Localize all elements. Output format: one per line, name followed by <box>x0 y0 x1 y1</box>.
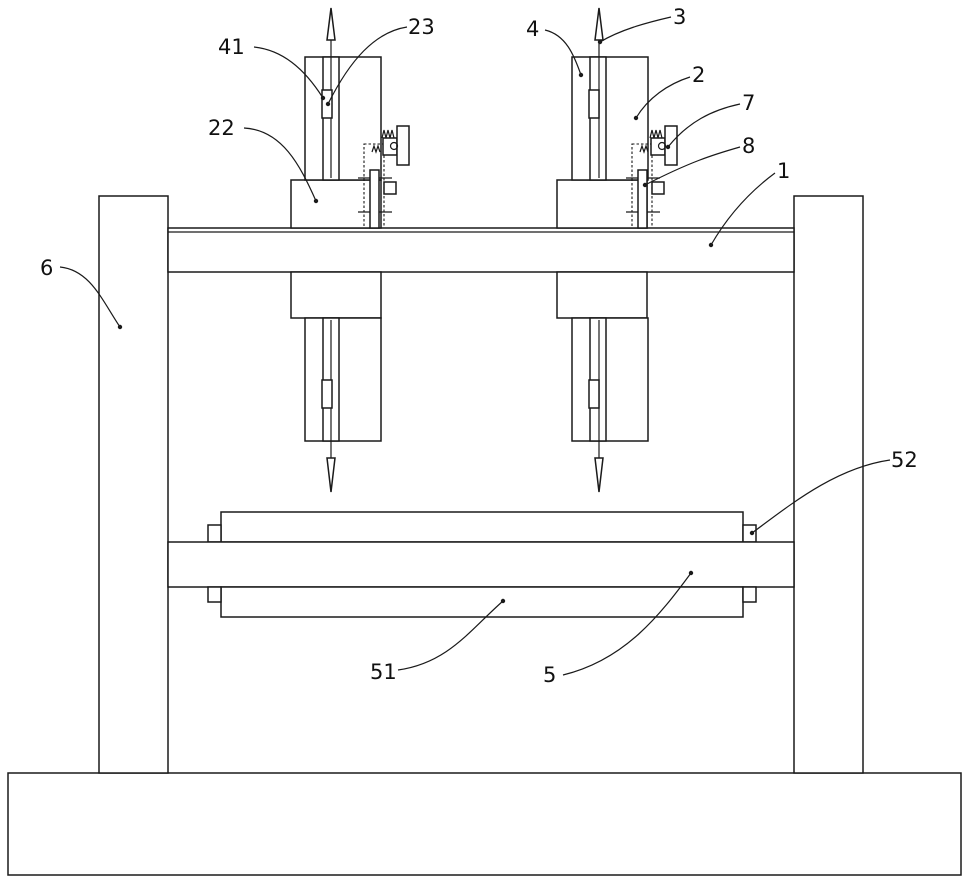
left-lock-rod <box>370 170 379 228</box>
lower-roller-end-right <box>743 587 756 602</box>
label-6: 6 <box>40 256 53 280</box>
lower-roller <box>221 587 743 617</box>
right-mount-block-lower <box>557 272 647 318</box>
right-column <box>794 196 863 773</box>
label-52: 52 <box>891 448 918 472</box>
left-mount-block <box>291 180 381 228</box>
label-22: 22 <box>208 116 235 140</box>
right-lock-rod <box>638 170 647 228</box>
left-holder-upper <box>305 57 381 180</box>
leader-3 <box>600 17 671 42</box>
upper-roller-end-left <box>208 525 221 542</box>
left-holder-lower <box>305 318 381 441</box>
label-8: 8 <box>742 134 755 158</box>
leader-22-dot <box>314 199 318 203</box>
left-blade-lower-tip <box>327 458 335 492</box>
right-holder-lower <box>572 318 648 441</box>
leader-41-dot <box>321 96 325 100</box>
left-lock-wedge <box>384 182 396 194</box>
lower-roller-end-left <box>208 587 221 602</box>
left-lock-cam <box>397 126 409 165</box>
right-lock-spring <box>650 130 662 138</box>
upper-roller <box>221 512 743 542</box>
label-23: 23 <box>408 15 435 39</box>
leader-3-dot <box>598 40 602 44</box>
left-clamp-lower <box>322 380 332 408</box>
right-blade-lower-tip <box>595 458 603 492</box>
leader-52-dot <box>750 531 754 535</box>
left-blade-upper-tip <box>327 8 335 40</box>
right-mount-block <box>557 180 647 228</box>
lower-crossbeam <box>168 542 794 587</box>
left-lock-spring <box>382 130 394 138</box>
leader-23-dot <box>326 102 330 106</box>
label-5: 5 <box>543 663 556 687</box>
leader-8-dot <box>643 183 647 187</box>
label-2: 2 <box>692 63 705 87</box>
right-clamp-upper <box>589 90 599 118</box>
leader-7-dot <box>666 145 670 149</box>
right-blade-upper-tip <box>595 8 603 40</box>
leader-1-dot <box>709 243 713 247</box>
leader-2-dot <box>634 116 638 120</box>
label-51: 51 <box>370 660 397 684</box>
left-column <box>99 196 168 773</box>
leader-4-dot <box>579 73 583 77</box>
label-41: 41 <box>218 35 245 59</box>
leader-7 <box>668 104 740 147</box>
label-7: 7 <box>742 91 755 115</box>
base-plate <box>8 773 961 875</box>
right-lock-wedge <box>652 182 664 194</box>
label-4: 4 <box>526 17 539 41</box>
leader-6-dot <box>118 325 122 329</box>
left-mount-block-lower <box>291 272 381 318</box>
leader-5-dot <box>689 571 693 575</box>
leader-51-dot <box>501 599 505 603</box>
label-3: 3 <box>673 5 686 29</box>
label-1: 1 <box>777 159 790 183</box>
upper-crossbeam <box>168 228 794 272</box>
right-clamp-lower <box>589 380 599 408</box>
